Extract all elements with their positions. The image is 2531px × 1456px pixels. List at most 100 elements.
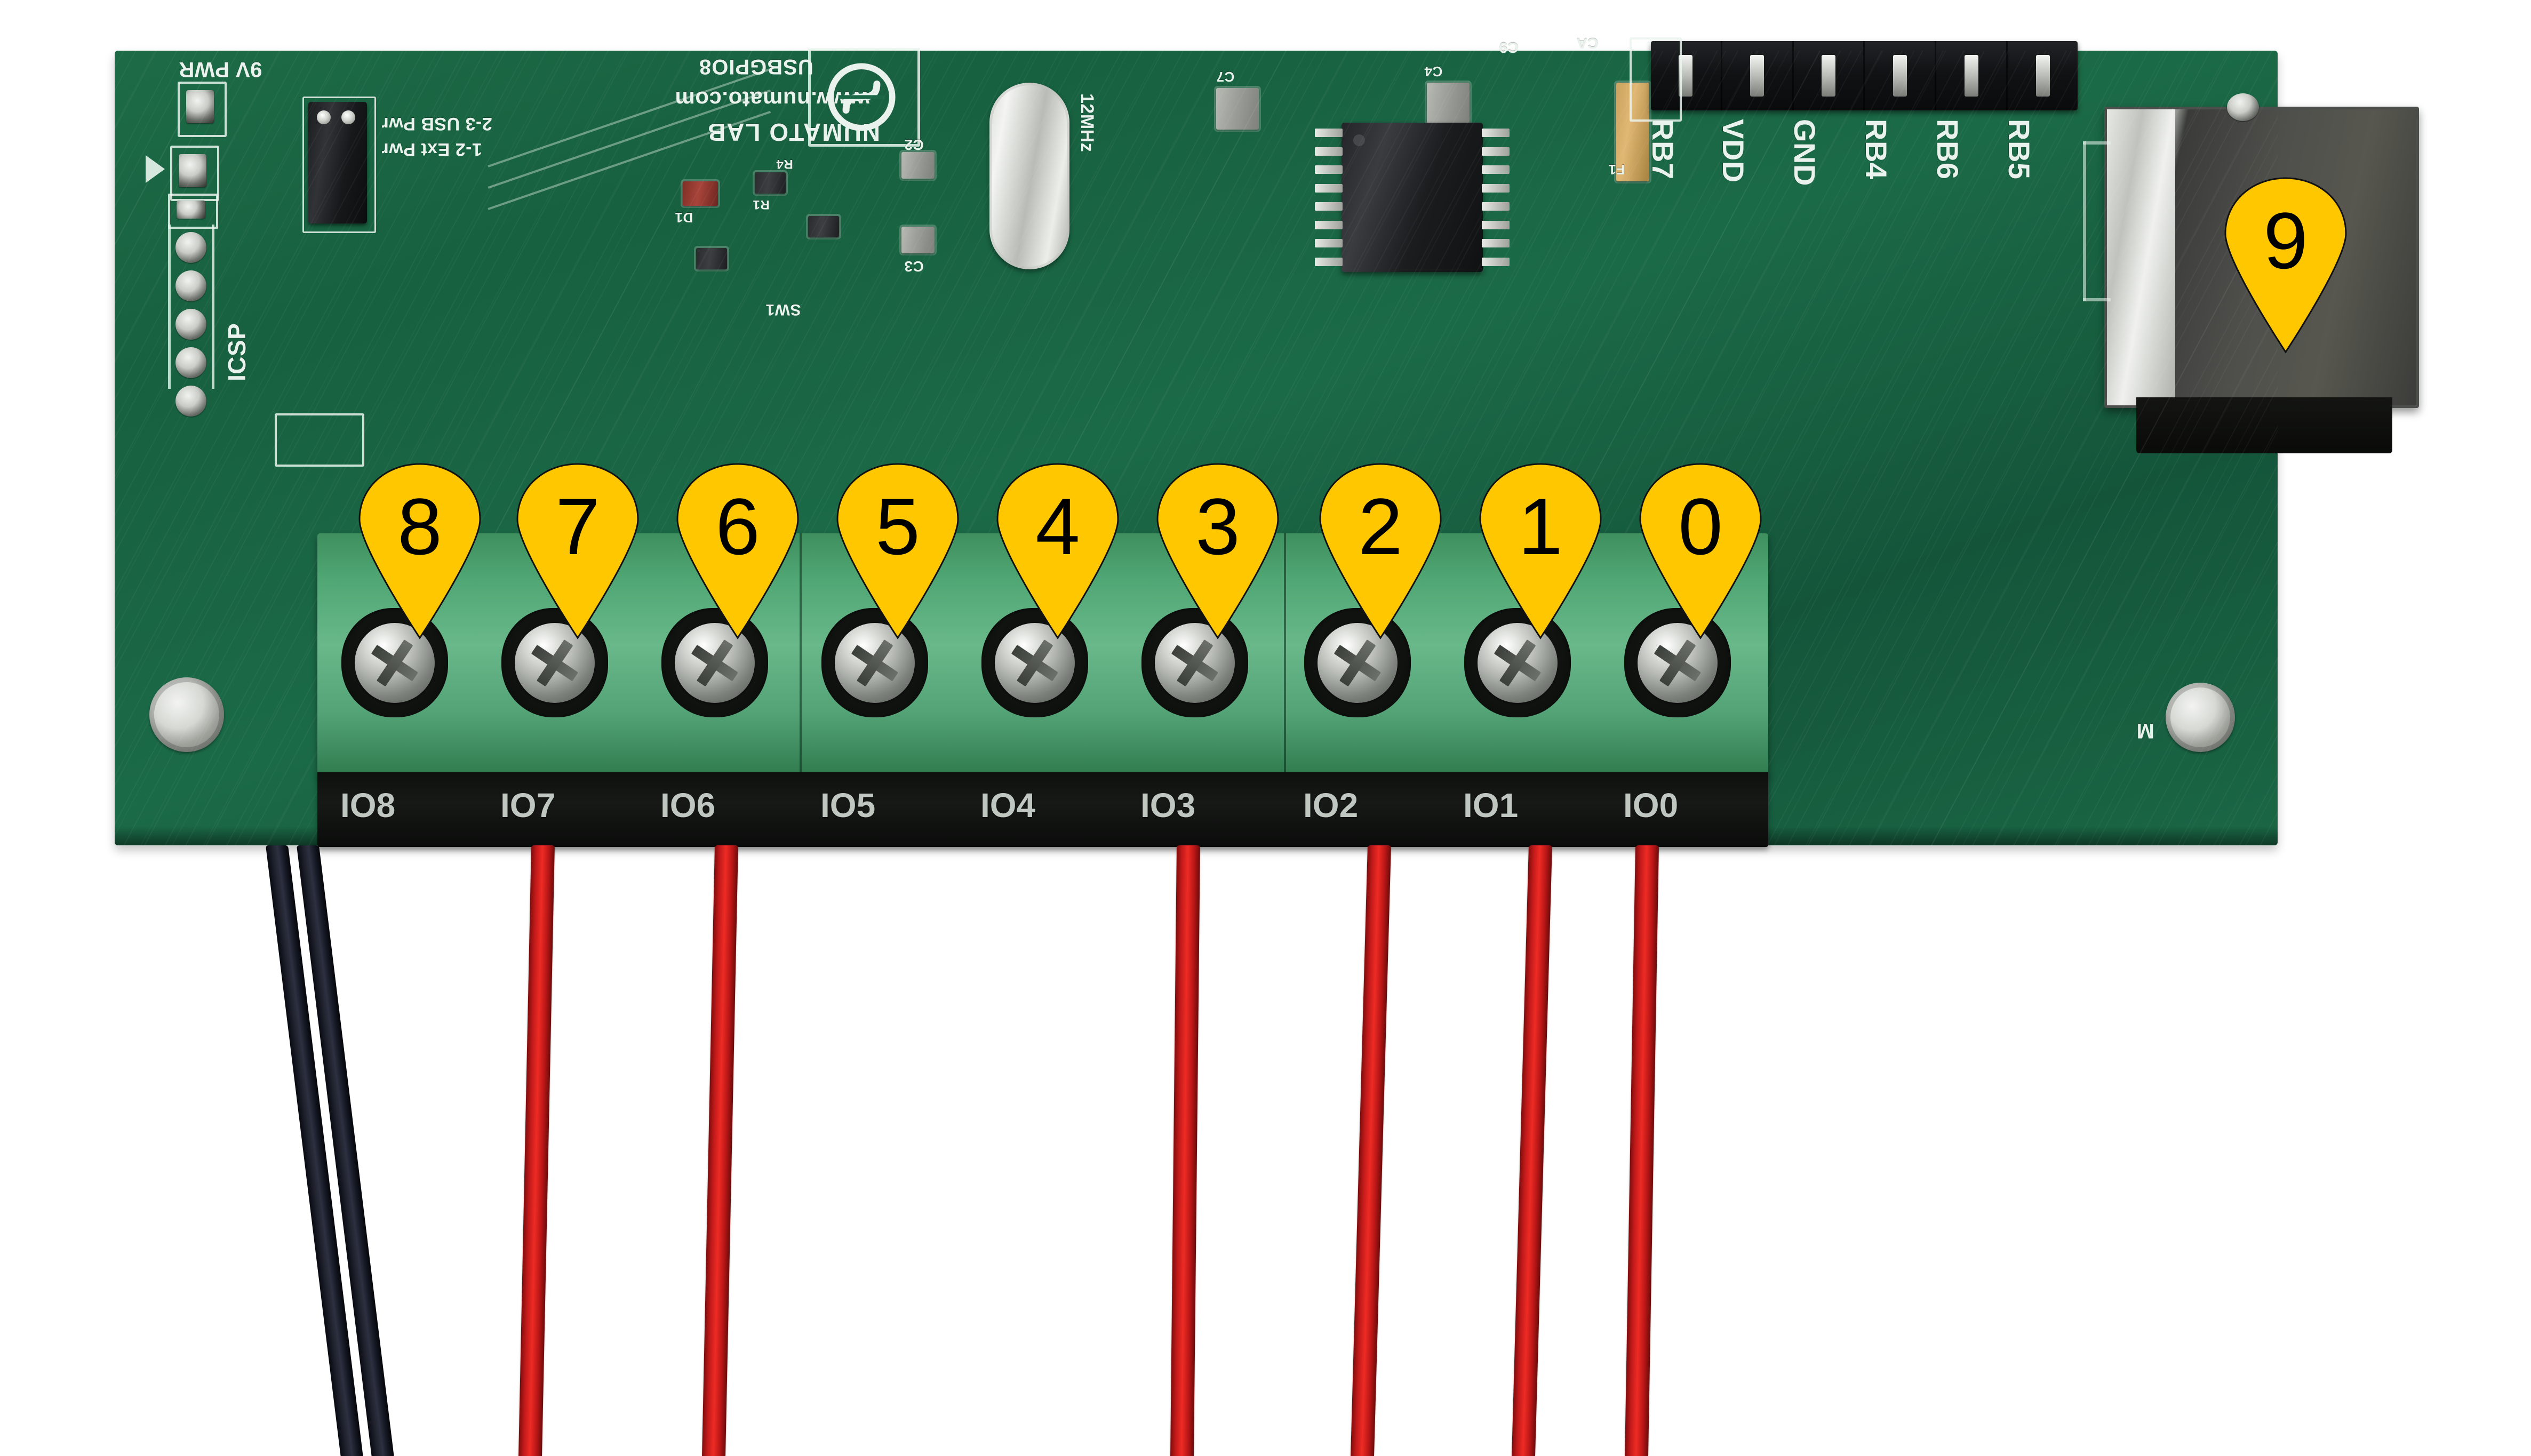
screw-io0[interactable] (1638, 622, 1718, 703)
crystal-oscillator (989, 83, 1069, 269)
terminal-label-io4: IO4 (980, 786, 1036, 825)
silk-refdes-c9: C9 (1499, 39, 1519, 56)
screw-io6[interactable] (675, 622, 755, 703)
screw-io4[interactable] (995, 622, 1075, 703)
header-pin-vdd[interactable] (1722, 41, 1794, 110)
terminal-io8[interactable] (341, 608, 448, 717)
icsp-pad-3 (175, 270, 206, 301)
terminal-io1[interactable] (1464, 608, 1571, 717)
marker-pin-icon (1479, 463, 1602, 639)
silk-icsp-label: ICSP (223, 323, 251, 381)
power-select-jumper[interactable] (308, 102, 367, 223)
marker-pin-icon (676, 463, 799, 639)
silk-usb-outline-bottom (2083, 298, 2111, 301)
silk-refdes-c4: C4 (1424, 63, 1443, 79)
marker-3-label: 3 (1195, 482, 1240, 571)
resistor-r3 (808, 216, 839, 237)
pcb-board: 9V PWR ICSP 2-3 USB Pwr 1-2 Ext Pwr (115, 35, 2419, 845)
terminal-io2[interactable] (1304, 608, 1411, 717)
polyfuse-f1 (1616, 83, 1649, 181)
silk-jumper-option-1: 2-3 USB Pwr (381, 114, 492, 134)
mounting-hole-right (2166, 683, 2235, 752)
terminal-io0[interactable] (1624, 608, 1731, 717)
marker-pin-icon (516, 463, 639, 639)
marker-9[interactable]: 9 (2224, 176, 2347, 354)
screw-io5[interactable] (835, 622, 915, 703)
wire-red-io2 (1351, 845, 1391, 1456)
header-label-rb6: RB6 (1931, 119, 1965, 180)
expansion-header[interactable] (1651, 41, 2078, 110)
terminal-label-io0: IO0 (1623, 786, 1679, 825)
silk-refdes-c3: C3 (904, 258, 924, 275)
screw-io2[interactable] (1318, 622, 1398, 703)
silk-refdes-f1: F1 (1608, 162, 1625, 178)
header-pin-gnd[interactable] (1794, 41, 1865, 110)
silk-box-power-pad-1 (178, 82, 227, 137)
marker-pin-icon (1156, 463, 1279, 639)
wire-red-io7 (518, 845, 555, 1456)
silk-refdes-r1: R1 (753, 197, 770, 212)
silk-crystal-value: 12MHz (1077, 93, 1097, 153)
terminal-label-io1: IO1 (1463, 786, 1519, 825)
mounting-hole-left (149, 677, 224, 752)
terminal-io7[interactable] (501, 608, 608, 717)
screw-io7[interactable] (515, 622, 595, 703)
marker-9-label: 9 (2263, 196, 2308, 285)
header-label-gnd: GND (1788, 119, 1822, 186)
silk-box-logo (808, 48, 920, 147)
marker-0[interactable]: 0 (1639, 462, 1762, 639)
ic-legs-right (1482, 129, 1510, 266)
marker-5[interactable]: 5 (836, 462, 959, 639)
terminal-label-io3: IO3 (1140, 786, 1196, 825)
icsp-pad-6 (175, 386, 206, 417)
microcontroller-ic (1342, 123, 1483, 272)
power-pad-2 (179, 154, 206, 187)
silk-box-icsp-pin1 (168, 194, 218, 229)
header-pin-rb5[interactable] (2008, 41, 2078, 110)
marker-6[interactable]: 6 (676, 462, 799, 639)
terminal-io5[interactable] (821, 608, 928, 717)
screw-io1[interactable] (1478, 622, 1558, 703)
capacitor-c4 (1427, 83, 1470, 124)
wire-red-io3 (1170, 845, 1200, 1456)
marker-3[interactable]: 3 (1156, 462, 1279, 639)
screw-io3[interactable] (1155, 622, 1235, 703)
marker-1[interactable]: 1 (1479, 462, 1602, 639)
marker-pin-icon (2224, 177, 2347, 354)
marker-7[interactable]: 7 (516, 462, 639, 639)
marker-8[interactable]: 8 (358, 462, 481, 639)
header-label-rb5: RB5 (2002, 119, 2036, 180)
terminal-group-2 (802, 533, 1286, 776)
marker-1-label: 1 (1518, 482, 1563, 571)
header-pin-rb7[interactable] (1651, 41, 1722, 110)
header-pin-rb4[interactable] (1865, 41, 1937, 110)
marker-4[interactable]: 4 (996, 462, 1119, 639)
header-label-rb7: RB7 (1646, 119, 1680, 180)
marker-8-label: 8 (397, 482, 442, 571)
wire-red-io1 (1512, 845, 1552, 1456)
terminal-io4[interactable] (981, 608, 1088, 717)
silk-refdes-sw1: SW1 (765, 301, 801, 318)
terminal-block-base (317, 772, 1768, 847)
silk-usb-outline-left (2083, 141, 2086, 301)
header-label-rb4: RB4 (1859, 119, 1893, 180)
numato-logo-icon (827, 63, 896, 131)
terminal-io3[interactable] (1141, 608, 1248, 717)
header-pin-rb6[interactable] (1936, 41, 2008, 110)
silk-usb-outline-top (2083, 141, 2111, 145)
icsp-pad-1 (177, 201, 205, 219)
resistor-r1 (755, 172, 786, 194)
ic-legs-left (1315, 129, 1343, 266)
silk-trace-3 (488, 110, 771, 210)
terminal-io6[interactable] (661, 608, 768, 717)
marker-0-label: 0 (1678, 482, 1723, 571)
silk-mount-mark: M (2136, 719, 2154, 742)
silk-refdes-ca: CA (1576, 35, 1599, 52)
power-pad-1 (186, 90, 214, 123)
marker-pin-icon (358, 463, 481, 639)
silk-jumper-option-2: 1-2 Ext Pwr (381, 139, 482, 159)
jumper-pin-1 (317, 110, 331, 124)
marker-2[interactable]: 2 (1319, 462, 1442, 639)
marker-pin-icon (996, 463, 1119, 639)
